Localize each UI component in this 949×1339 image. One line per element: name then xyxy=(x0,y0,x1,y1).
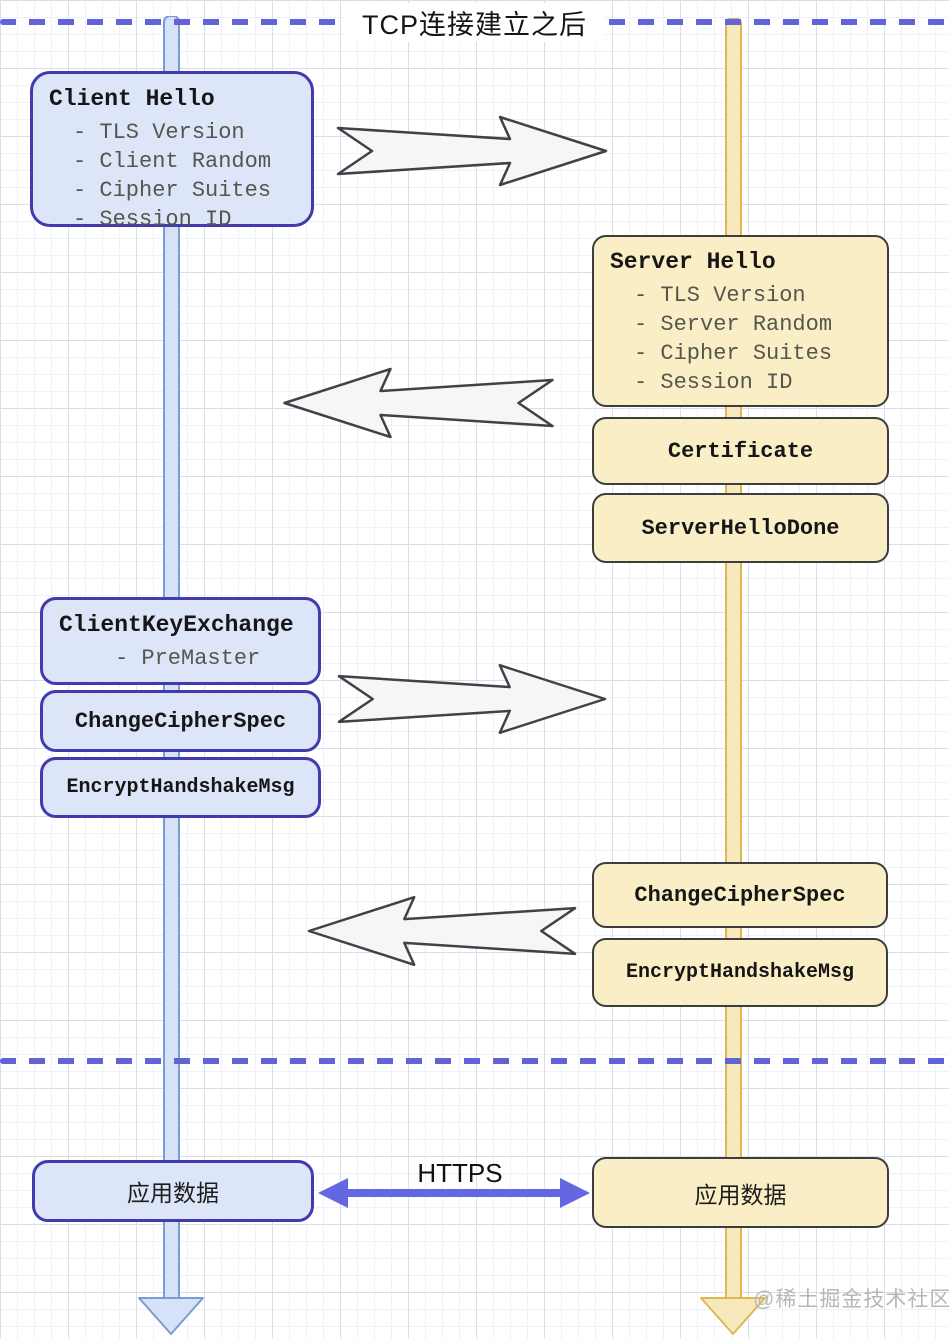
client-key-exchange-title: ClientKeyExchange xyxy=(59,612,294,638)
server-encrypt-handshake-label: EncryptHandshakeMsg xyxy=(625,961,855,984)
certificate-box: Certificate xyxy=(592,417,889,485)
list-item: - Client Random xyxy=(73,149,272,174)
list-item: - Server Random xyxy=(634,312,833,337)
client-change-cipher-spec-box: ChangeCipherSpec xyxy=(40,690,321,752)
arrow-client-finish-icon xyxy=(337,664,607,734)
server-app-data-box: 应用数据 xyxy=(592,1157,889,1228)
server-change-cipher-spec-box: ChangeCipherSpec xyxy=(592,862,888,928)
server-hello-items: - TLS Version - Server Random - Cipher S… xyxy=(610,281,871,397)
list-item: - Cipher Suites xyxy=(73,178,272,203)
list-item: - Cipher Suites xyxy=(634,341,833,366)
handshake-end-separator xyxy=(0,1058,949,1064)
client-hello-title: Client Hello xyxy=(49,86,215,112)
server-hello-done-box: ServerHelloDone xyxy=(592,493,889,563)
phase-title: TCP连接建立之后 xyxy=(346,3,603,42)
client-hello-items: - TLS Version - Client Random - Cipher S… xyxy=(49,118,295,234)
list-item: - Session ID xyxy=(73,207,232,232)
client-hello-box: Client Hello - TLS Version - Client Rand… xyxy=(30,71,314,232)
client-key-exchange-items: - PreMaster xyxy=(59,644,302,673)
server-hello-title: Server Hello xyxy=(610,249,776,275)
client-encrypt-handshake-label: EncryptHandshakeMsg xyxy=(66,776,295,799)
server-encrypt-handshake-box: EncryptHandshakeMsg xyxy=(592,938,888,1007)
certificate-label: Certificate xyxy=(667,438,814,464)
client-app-data-label: 应用数据 xyxy=(127,1180,219,1206)
watermark: @稀土掘金技术社区 xyxy=(753,1288,949,1311)
list-item: - PreMaster xyxy=(115,646,261,671)
list-item: - TLS Version xyxy=(73,120,245,145)
arrow-client-hello-icon xyxy=(336,115,608,187)
server-hello-done-label: ServerHelloDone xyxy=(641,515,840,541)
server-hello-box: Server Hello - TLS Version - Server Rand… xyxy=(592,235,889,407)
arrow-server-hello-icon xyxy=(283,367,554,439)
client-change-cipher-spec-label: ChangeCipherSpec xyxy=(74,708,287,734)
server-change-cipher-spec-label: ChangeCipherSpec xyxy=(634,882,846,908)
list-item: - Session ID xyxy=(634,370,793,395)
client-encrypt-handshake-box: EncryptHandshakeMsg xyxy=(40,757,321,818)
https-label: HTTPS xyxy=(417,1158,503,1188)
https-double-arrow-icon xyxy=(318,1178,590,1208)
server-app-data-label: 应用数据 xyxy=(694,1181,787,1208)
client-key-exchange-box: ClientKeyExchange - PreMaster xyxy=(40,597,321,685)
client-app-data-box: 应用数据 xyxy=(32,1160,314,1222)
arrow-server-finish-icon xyxy=(307,896,577,966)
list-item: - TLS Version xyxy=(634,283,806,308)
server-lifeline xyxy=(700,18,766,1335)
